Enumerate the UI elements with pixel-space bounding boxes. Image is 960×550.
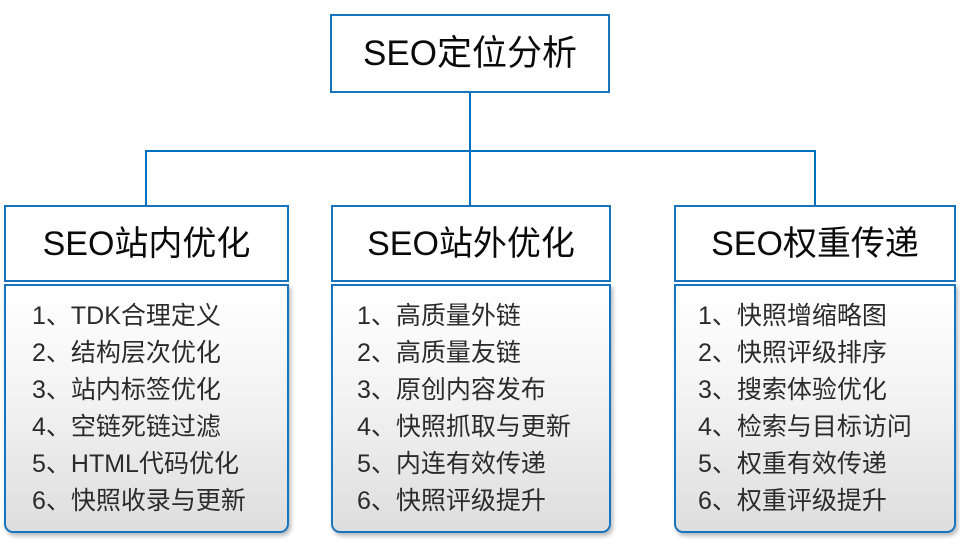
root-node: SEO定位分析 bbox=[330, 14, 610, 93]
list-item: 6、快照评级提升 bbox=[357, 487, 546, 515]
branch-1-item-list: 1、TDK合理定义 2、结构层次优化 3、站内标签优化 4、空链死链过滤 5、H… bbox=[6, 298, 287, 520]
list-item: 3、站内标签优化 bbox=[32, 376, 221, 404]
list-item: 1、高质量外链 bbox=[357, 302, 521, 330]
list-item: 1、TDK合理定义 bbox=[32, 302, 221, 330]
connector-root-stem bbox=[469, 93, 471, 152]
branch-2-item-list: 1、高质量外链 2、高质量友链 3、原创内容发布 4、快照抓取与更新 5、内连有… bbox=[333, 298, 609, 520]
branch-column-3: SEO权重传递 1、快照增缩略图 2、快照评级排序 3、搜索体验优化 4、检索与… bbox=[674, 205, 956, 533]
branch-3-header-title: SEO权重传递 bbox=[711, 224, 919, 263]
list-item: 5、HTML代码优化 bbox=[32, 450, 239, 478]
list-item: 1、快照增缩略图 bbox=[698, 302, 887, 330]
list-item: 6、快照收录与更新 bbox=[32, 487, 246, 515]
branch-2-header: SEO站外优化 bbox=[331, 205, 611, 282]
root-node-title: SEO定位分析 bbox=[363, 34, 577, 73]
branch-3-body: 1、快照增缩略图 2、快照评级排序 3、搜索体验优化 4、检索与目标访问 5、权… bbox=[674, 284, 956, 533]
branch-column-1: SEO站内优化 1、TDK合理定义 2、结构层次优化 3、站内标签优化 4、空链… bbox=[4, 205, 289, 533]
list-item: 3、搜索体验优化 bbox=[698, 376, 887, 404]
list-item: 2、结构层次优化 bbox=[32, 339, 221, 367]
list-item: 2、快照评级排序 bbox=[698, 339, 887, 367]
branch-1-header-title: SEO站内优化 bbox=[42, 224, 251, 263]
branch-2-header-title: SEO站外优化 bbox=[367, 224, 575, 263]
list-item: 6、权重评级提升 bbox=[698, 487, 887, 515]
branch-3-header: SEO权重传递 bbox=[674, 205, 956, 282]
list-item: 3、原创内容发布 bbox=[357, 376, 546, 404]
connector-drop-branch-3 bbox=[814, 150, 816, 206]
connector-drop-branch-2 bbox=[469, 150, 471, 206]
list-item: 5、权重有效传递 bbox=[698, 450, 887, 478]
list-item: 4、快照抓取与更新 bbox=[357, 413, 571, 441]
branch-3-item-list: 1、快照增缩略图 2、快照评级排序 3、搜索体验优化 4、检索与目标访问 5、权… bbox=[676, 298, 954, 520]
branch-2-body: 1、高质量外链 2、高质量友链 3、原创内容发布 4、快照抓取与更新 5、内连有… bbox=[331, 284, 611, 533]
list-item: 5、内连有效传递 bbox=[357, 450, 546, 478]
branch-1-body: 1、TDK合理定义 2、结构层次优化 3、站内标签优化 4、空链死链过滤 5、H… bbox=[4, 284, 289, 533]
list-item: 4、空链死链过滤 bbox=[32, 413, 221, 441]
list-item: 2、高质量友链 bbox=[357, 339, 521, 367]
list-item: 4、检索与目标访问 bbox=[698, 413, 912, 441]
branch-1-header: SEO站内优化 bbox=[4, 205, 289, 282]
connector-horizontal-bus bbox=[145, 150, 816, 152]
connector-drop-branch-1 bbox=[145, 150, 147, 206]
branch-column-2: SEO站外优化 1、高质量外链 2、高质量友链 3、原创内容发布 4、快照抓取与… bbox=[331, 205, 611, 533]
